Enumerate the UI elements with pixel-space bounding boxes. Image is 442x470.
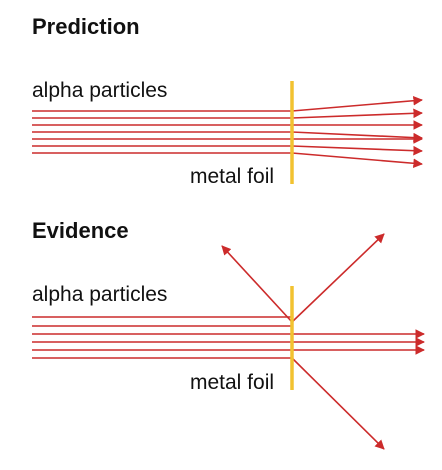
evidence-incoming-rays [32, 316, 292, 359]
evidence-ray-reflected [221, 245, 293, 323]
prediction-panel: Prediction alpha particles metal foil [32, 14, 423, 188]
evidence-ray-deflected-up [291, 233, 385, 323]
evidence-foil-label: metal foil [190, 371, 274, 394]
prediction-source-label: alpha particles [32, 79, 167, 102]
prediction-ray-out-6 [291, 145, 423, 156]
evidence-title: Evidence [32, 218, 129, 243]
evidence-ray-deflected-down [291, 357, 385, 450]
prediction-outgoing-rays [291, 95, 423, 169]
prediction-title: Prediction [32, 14, 140, 39]
prediction-ray-out-2 [291, 108, 423, 119]
prediction-ray-out-1 [291, 95, 423, 112]
prediction-foil-label: metal foil [190, 165, 274, 188]
prediction-ray-out-4 [291, 131, 423, 143]
evidence-panel: Evidence alpha particles metal foil [32, 218, 425, 450]
evidence-source-label: alpha particles [32, 283, 167, 306]
prediction-ray-out-7 [291, 152, 423, 169]
prediction-incoming-rays [32, 110, 292, 154]
evidence-outgoing-rays [221, 233, 425, 450]
